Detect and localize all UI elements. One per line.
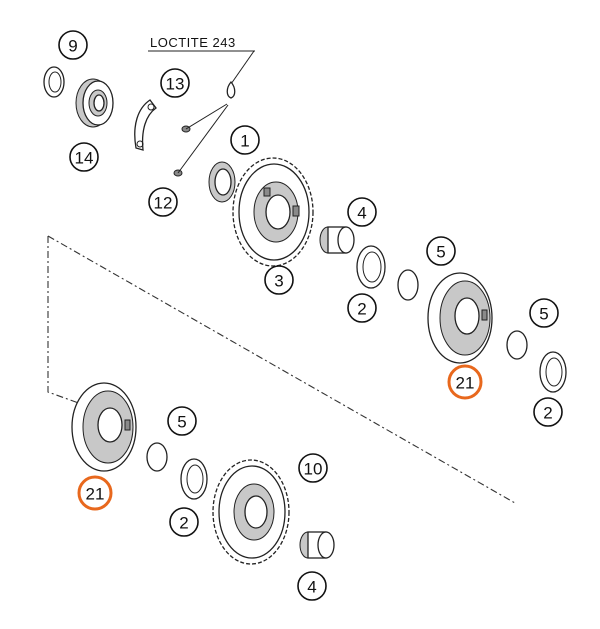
loctite-leader xyxy=(230,50,255,85)
callout-c14: 14 xyxy=(69,142,99,172)
needle-bearing-part-lower xyxy=(299,531,335,559)
callout-number: 2 xyxy=(179,514,188,533)
callout-c3: 3 xyxy=(264,265,294,295)
callout-number: 1 xyxy=(240,132,249,151)
callout-number: 21 xyxy=(86,485,105,504)
circlip-part-upper xyxy=(397,269,419,301)
callout-c5c: 5 xyxy=(167,406,197,436)
callout-number: 2 xyxy=(357,300,366,319)
callout-c2a: 2 xyxy=(347,293,377,323)
callout-circle xyxy=(148,187,178,217)
snap-ring-part xyxy=(43,66,65,98)
callout-circle xyxy=(160,68,190,98)
thrust-washer-part-lower xyxy=(180,458,208,500)
callout-number: 5 xyxy=(436,243,445,262)
assembly-return-line xyxy=(47,236,85,406)
screw-part-upper xyxy=(181,103,228,133)
callout-number: 10 xyxy=(304,460,323,479)
callout-circle xyxy=(533,397,563,427)
loctite-note: LOCTITE 243 xyxy=(150,35,236,50)
loctite-drop xyxy=(226,80,236,99)
callout-number: 4 xyxy=(307,578,316,597)
callout-circle xyxy=(447,364,483,400)
callout-c12: 12 xyxy=(148,187,178,217)
callout-number: 3 xyxy=(274,272,283,291)
needle-bearing-part-upper xyxy=(319,226,355,254)
callout-c5a: 5 xyxy=(426,236,456,266)
callout-c10: 10 xyxy=(298,453,328,483)
circlip-part-right xyxy=(506,330,528,360)
callout-number: 21 xyxy=(456,374,475,393)
callout-circle xyxy=(298,453,328,483)
callout-circle xyxy=(167,406,197,436)
callout-c13: 13 xyxy=(160,68,190,98)
callout-number: 9 xyxy=(68,37,77,56)
callout-c21b: 21 xyxy=(77,475,113,511)
screw-part-lower xyxy=(173,104,229,177)
thrust-washer-part-upper xyxy=(356,245,386,289)
gear-part-10 xyxy=(212,459,290,565)
callout-circle xyxy=(264,265,294,295)
hub-part-lower xyxy=(71,382,137,472)
callout-c2c: 2 xyxy=(169,507,199,537)
callout-circle xyxy=(58,30,88,60)
callout-number: 4 xyxy=(357,204,366,223)
callout-number: 14 xyxy=(75,149,94,168)
callout-c1: 1 xyxy=(230,125,260,155)
callout-circle xyxy=(426,236,456,266)
callout-circle xyxy=(69,142,99,172)
callout-circle xyxy=(297,571,327,601)
callout-circle xyxy=(529,298,559,328)
hub-part-upper xyxy=(427,272,493,364)
callout-c4b: 4 xyxy=(297,571,327,601)
callout-circle xyxy=(169,507,199,537)
washer-part xyxy=(208,161,236,203)
callout-c5b: 5 xyxy=(529,298,559,328)
callout-number: 2 xyxy=(543,404,552,423)
callout-c4a: 4 xyxy=(347,197,377,227)
callout-layer: 9 13 14 1 12 3 4 2 5 5 21 2 5 10 21 2 4 xyxy=(58,30,563,601)
large-gear-part xyxy=(232,157,314,267)
thrust-washer-part-right xyxy=(539,351,567,393)
callout-number: 13 xyxy=(166,75,185,94)
retaining-plate-part xyxy=(134,99,157,151)
circlip-part-lower xyxy=(146,442,168,472)
callout-number: 12 xyxy=(154,194,173,213)
callout-c21a: 21 xyxy=(447,364,483,400)
callout-circle xyxy=(230,125,260,155)
callout-circle xyxy=(347,197,377,227)
callout-c2b: 2 xyxy=(533,397,563,427)
callout-circle xyxy=(77,475,113,511)
callout-number: 5 xyxy=(539,305,548,324)
callout-circle xyxy=(347,293,377,323)
callout-number: 5 xyxy=(177,413,186,432)
bearing-part xyxy=(75,78,114,128)
callout-c9: 9 xyxy=(58,30,88,60)
